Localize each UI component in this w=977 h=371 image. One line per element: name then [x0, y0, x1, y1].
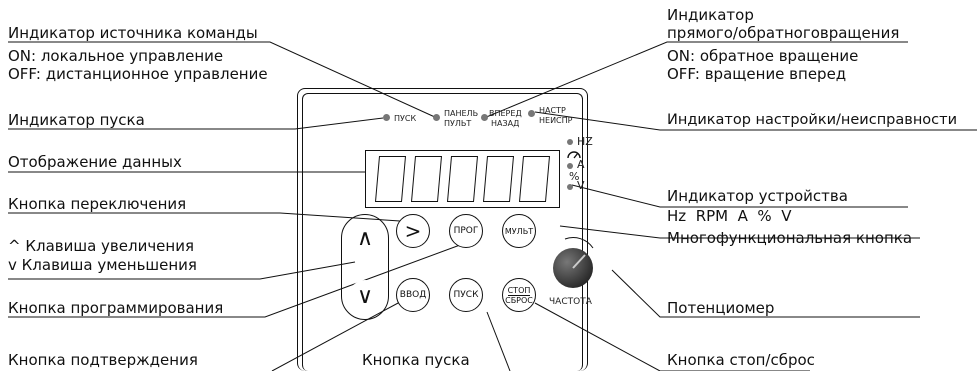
shift-button[interactable]: >	[396, 214, 430, 248]
direction-led-label-1: ВПЕРЕД	[489, 109, 522, 118]
knob-label: ЧАСТОТА	[549, 297, 592, 307]
leader-run-button	[486, 311, 511, 371]
unit-hz-led	[567, 139, 573, 145]
device-panel	[302, 93, 583, 371]
down-key-button[interactable]: ∨	[349, 280, 381, 312]
leader-multifunction	[559, 225, 920, 239]
unit-pct-label: %	[569, 170, 580, 183]
rpm-gauge-icon	[567, 151, 581, 159]
leader-program	[8, 244, 461, 318]
data-display-label: Отображение данных	[8, 153, 182, 171]
up-key-button[interactable]: ∧	[349, 222, 381, 254]
run-led-label: ПУСК	[394, 114, 417, 123]
program-button-label: Кнопка программирования	[8, 299, 224, 317]
panel-led-label-1: ПАНЕЛЬ	[444, 109, 479, 118]
setup-led	[528, 110, 535, 117]
up-key-label: ^ Клавиша увеличения	[8, 237, 194, 255]
data-display	[365, 150, 560, 208]
unit-v-label: V	[577, 179, 585, 192]
digit-1	[374, 156, 407, 202]
unit-a-led	[567, 163, 573, 169]
enter-button[interactable]: ВВОД	[396, 278, 430, 312]
up-down-rocker	[341, 214, 389, 320]
leader-run-indicator	[8, 117, 384, 130]
multifunction-label: Многофункциональная кнопка	[667, 229, 913, 247]
direction-led-label-2: НАЗАД	[491, 119, 520, 128]
leader-stop-reset	[534, 302, 810, 371]
run-button-label: Кнопка пуска	[362, 351, 470, 369]
leader-setup	[534, 111, 977, 131]
command-source-off: OFF: дистанционное управление	[8, 65, 268, 83]
digit-4	[482, 156, 515, 202]
potentiometer-label: Потенциомер	[667, 299, 775, 317]
confirm-button-label: Кнопка подтверждения	[8, 351, 198, 369]
direction-title-1: Индикатор	[667, 6, 754, 24]
leader-unit	[571, 184, 908, 208]
unit-indicator-label: Индикатор устройства	[667, 187, 848, 205]
unit-v-led	[567, 184, 573, 190]
unit-hz-label: HZ	[577, 135, 593, 148]
direction-on: ON: обратное вращение	[667, 47, 859, 65]
run-led	[383, 114, 390, 121]
panel-led-label-2: ПУЛЬТ	[444, 119, 472, 128]
setup-led-label-2: НЕИСПР	[539, 116, 573, 125]
run-button[interactable]: ПУСК	[449, 278, 483, 312]
device-outer-frame	[297, 88, 588, 371]
leader-updown	[8, 261, 356, 280]
stop-label: СТОП	[507, 285, 531, 296]
leader-direction	[483, 41, 908, 119]
digit-5	[518, 156, 551, 202]
run-indicator-label: Индикатор пуска	[8, 111, 145, 129]
setup-led-label-1: НАСТР	[539, 106, 566, 115]
panel-led	[433, 114, 440, 121]
units-list: Hz RPM A % V	[667, 207, 792, 225]
reset-label: СБРОС	[505, 295, 533, 305]
command-source-title: Индикатор источника команды	[8, 24, 258, 42]
mult-button[interactable]: МУЛЬТ	[502, 214, 536, 248]
unit-a-label: A	[577, 158, 585, 171]
stop-reset-label: Кнопка стоп/сброс	[667, 351, 815, 369]
command-source-on: ON: локальное управление	[8, 47, 224, 65]
leader-command-source	[8, 41, 438, 119]
direction-title-2: прямого/обратноговращения	[667, 24, 900, 42]
potentiometer-knob[interactable]	[537, 228, 601, 292]
digit-2	[410, 156, 443, 202]
direction-off: OFF: вращение вперед	[667, 65, 847, 83]
prog-button[interactable]: ПРОГ	[449, 214, 483, 248]
direction-led	[481, 114, 488, 121]
leader-potentiometer	[611, 269, 920, 318]
shift-button-label: Кнопка переключения	[8, 195, 187, 213]
setup-fault-label: Индикатор настройки/неисправности	[667, 112, 958, 128]
down-key-label: v Клавиша уменьшения	[8, 256, 197, 274]
stop-reset-button[interactable]: СТОП СБРОС	[502, 278, 536, 312]
digit-3	[446, 156, 479, 202]
